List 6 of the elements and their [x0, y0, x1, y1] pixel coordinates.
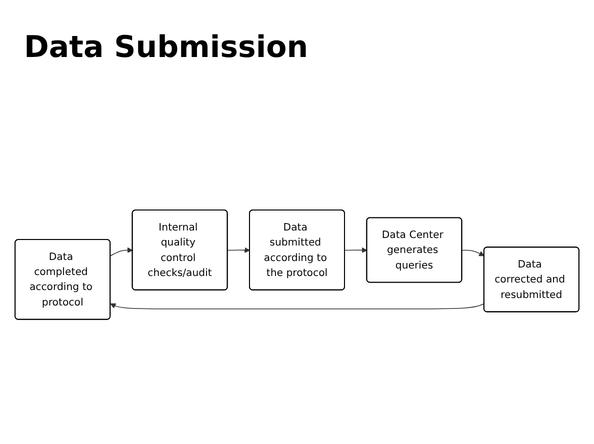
- arrow: [227, 248, 250, 254]
- slide-title: Data Submission: [24, 30, 308, 65]
- arrow: [344, 248, 368, 254]
- arrow: [462, 250, 484, 256]
- arrow: [110, 304, 485, 310]
- arrow: [110, 248, 133, 257]
